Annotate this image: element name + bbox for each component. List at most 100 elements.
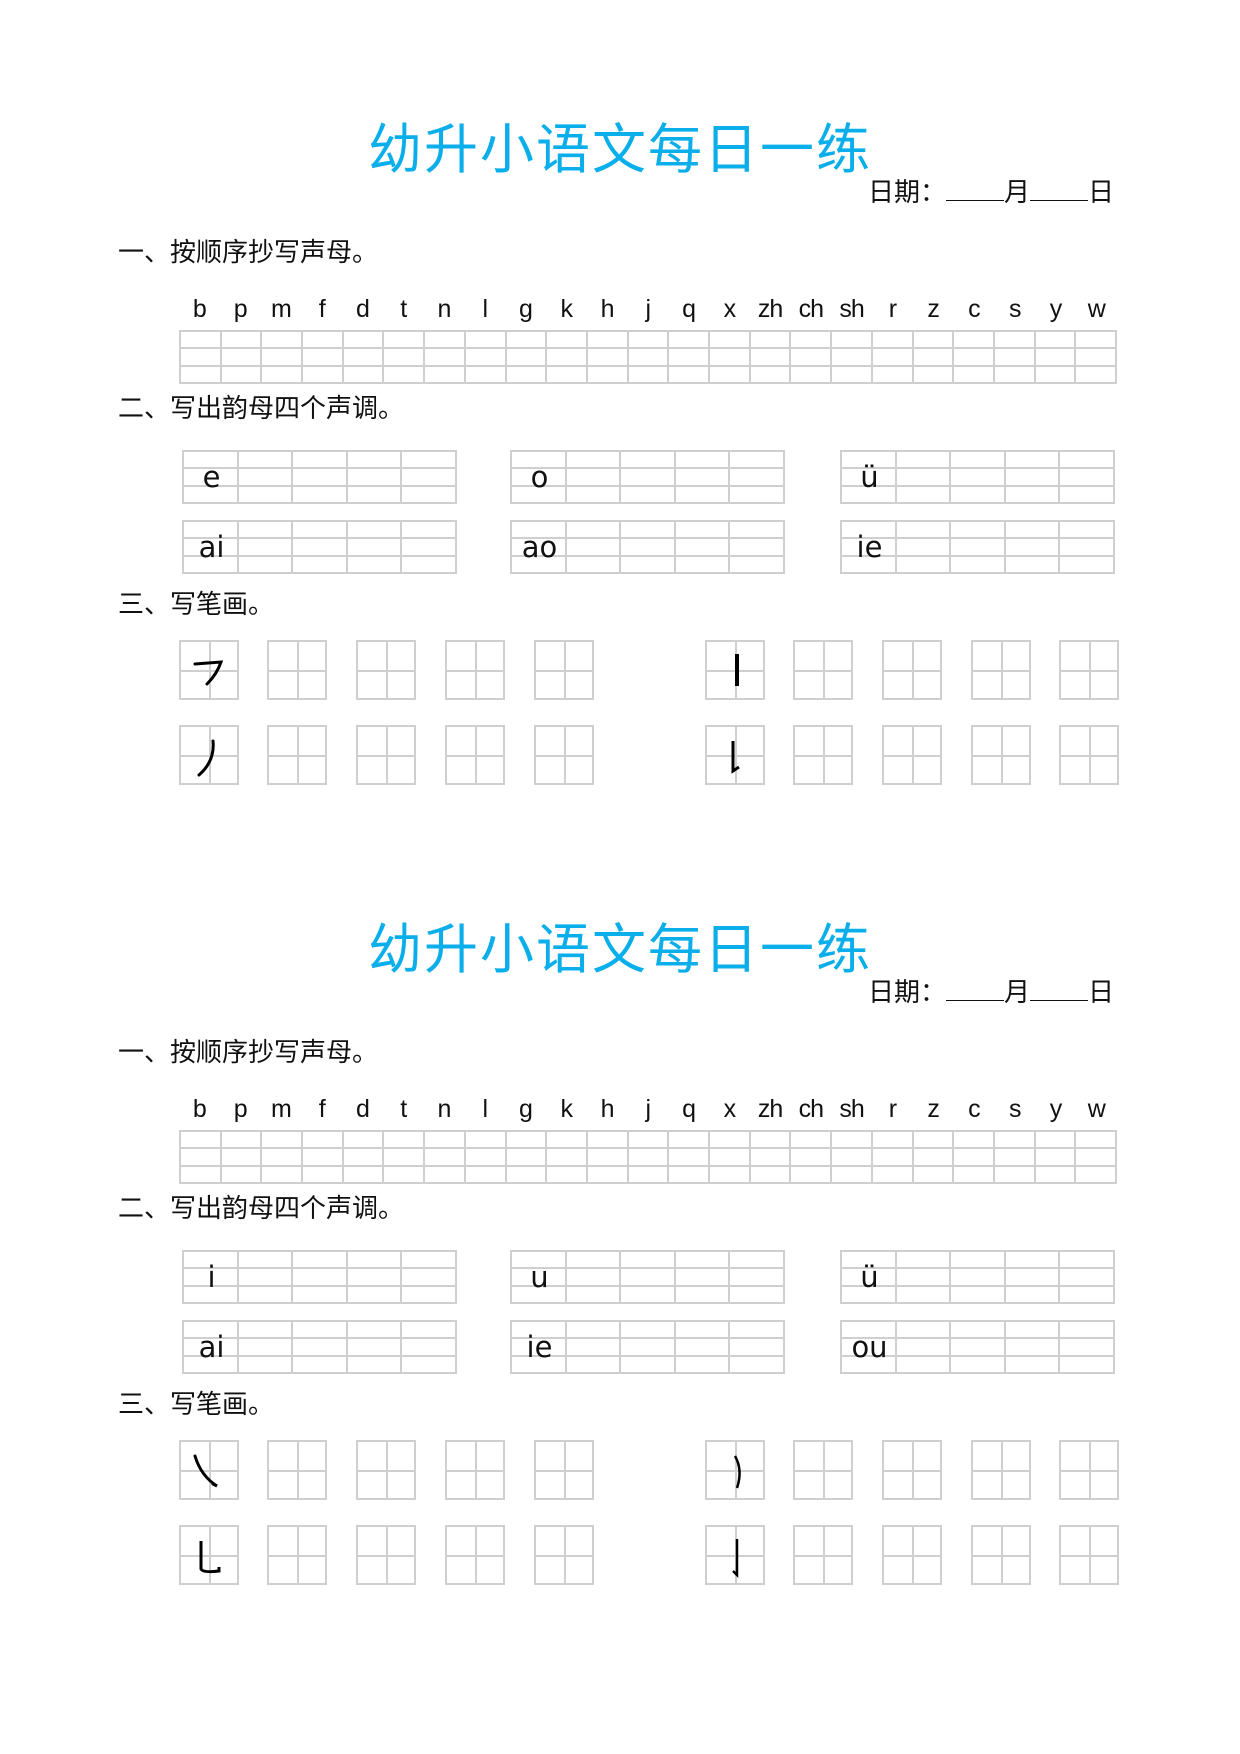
grid-cell[interactable] [954, 366, 995, 384]
tian-zi-ge-box[interactable] [267, 1440, 327, 1500]
grid-cell[interactable] [425, 332, 466, 350]
yunmu-tone-box[interactable]: ai [182, 1320, 457, 1374]
grid-cell[interactable] [730, 1339, 785, 1357]
grid-cell[interactable] [547, 1132, 588, 1150]
grid-cell[interactable] [1005, 556, 1061, 574]
grid-cell[interactable] [750, 1166, 792, 1184]
grid-cell[interactable] [730, 522, 785, 540]
grid-cell[interactable] [669, 366, 711, 384]
grid-cell[interactable] [621, 1356, 676, 1374]
grid-cell[interactable] [842, 1286, 897, 1304]
grid-cell[interactable] [675, 1322, 731, 1340]
grid-cell[interactable] [730, 1286, 785, 1304]
grid-cell[interactable] [547, 349, 588, 367]
tian-zi-ge-box[interactable] [445, 725, 505, 785]
grid-cell[interactable] [730, 1252, 785, 1270]
grid-cell[interactable] [512, 486, 567, 504]
yunmu-tone-box[interactable]: ie [840, 520, 1115, 574]
grid-cell[interactable] [425, 1166, 466, 1184]
grid-cell[interactable] [1060, 469, 1115, 487]
grid-cell[interactable] [675, 522, 731, 540]
grid-cell[interactable] [628, 332, 670, 350]
grid-cell[interactable] [621, 486, 676, 504]
grid-cell[interactable] [402, 469, 457, 487]
grid-cell[interactable] [384, 1132, 426, 1150]
grid-cell[interactable] [675, 556, 731, 574]
tian-zi-ge-box[interactable] [793, 1525, 853, 1585]
grid-cell[interactable] [303, 332, 344, 350]
tian-zi-ge-box[interactable] [882, 1525, 942, 1585]
grid-cell[interactable] [710, 332, 751, 350]
grid-cell[interactable] [621, 539, 676, 557]
grid-cell[interactable] [842, 469, 897, 487]
grid-cell[interactable] [506, 366, 548, 384]
grid-cell[interactable] [181, 1132, 222, 1150]
grid-cell[interactable] [512, 556, 567, 574]
grid-cell[interactable] [347, 1252, 403, 1270]
grid-cell[interactable] [1076, 366, 1117, 384]
grid-cell[interactable] [791, 332, 833, 350]
tian-zi-ge-box[interactable] [882, 640, 942, 700]
yunmu-tone-box[interactable]: e [182, 450, 457, 504]
grid-cell[interactable] [566, 1356, 622, 1374]
tian-zi-ge-box[interactable] [793, 725, 853, 785]
grid-cell[interactable] [1005, 539, 1061, 557]
grid-cell[interactable] [951, 1286, 1006, 1304]
grid-cell[interactable] [710, 1149, 751, 1167]
grid-cell[interactable] [184, 522, 239, 540]
grid-cell[interactable] [293, 469, 348, 487]
grid-cell[interactable] [913, 366, 955, 384]
grid-cell[interactable] [262, 1166, 304, 1184]
yunmu-tone-box[interactable]: ou [840, 1320, 1115, 1374]
grid-cell[interactable] [730, 486, 785, 504]
grid-cell[interactable] [184, 469, 239, 487]
grid-cell[interactable] [750, 349, 792, 367]
grid-cell[interactable] [293, 556, 348, 574]
yunmu-tone-box[interactable]: ie [510, 1320, 785, 1374]
tian-zi-ge-box[interactable] [971, 1440, 1031, 1500]
grid-cell[interactable] [506, 1132, 548, 1150]
grid-cell[interactable] [347, 1286, 403, 1304]
grid-cell[interactable] [293, 1339, 348, 1357]
grid-cell[interactable] [512, 1286, 567, 1304]
grid-cell[interactable] [262, 1149, 304, 1167]
grid-cell[interactable] [628, 1149, 670, 1167]
grid-cell[interactable] [832, 1166, 873, 1184]
tian-zi-ge-box[interactable] [1059, 1440, 1119, 1500]
grid-cell[interactable] [293, 539, 348, 557]
grid-cell[interactable] [1060, 1269, 1115, 1287]
grid-cell[interactable] [347, 556, 403, 574]
grid-cell[interactable] [566, 1286, 622, 1304]
grid-cell[interactable] [628, 349, 670, 367]
day-blank[interactable] [1029, 178, 1088, 201]
grid-cell[interactable] [913, 1132, 955, 1150]
grid-cell[interactable] [184, 1356, 239, 1374]
grid-cell[interactable] [1005, 1269, 1061, 1287]
grid-cell[interactable] [730, 452, 785, 470]
grid-cell[interactable] [425, 1149, 466, 1167]
day-blank[interactable] [1029, 978, 1088, 1001]
grid-cell[interactable] [1076, 1166, 1117, 1184]
grid-cell[interactable] [675, 1356, 731, 1374]
grid-cell[interactable] [343, 1166, 385, 1184]
grid-cell[interactable] [303, 349, 344, 367]
grid-cell[interactable] [1076, 1132, 1117, 1150]
grid-cell[interactable] [710, 1166, 751, 1184]
grid-cell[interactable] [181, 366, 222, 384]
grid-cell[interactable] [347, 1356, 403, 1374]
tian-zi-ge-box[interactable] [971, 1525, 1031, 1585]
tian-zi-ge-box[interactable] [1059, 1525, 1119, 1585]
grid-cell[interactable] [628, 1132, 670, 1150]
grid-cell[interactable] [791, 349, 833, 367]
grid-cell[interactable] [913, 332, 955, 350]
grid-cell[interactable] [347, 539, 403, 557]
grid-cell[interactable] [402, 539, 457, 557]
grid-cell[interactable] [675, 469, 731, 487]
grid-cell[interactable] [221, 332, 263, 350]
grid-cell[interactable] [566, 469, 622, 487]
grid-cell[interactable] [951, 469, 1006, 487]
tian-zi-ge-box[interactable] [356, 1525, 416, 1585]
tian-zi-ge-box[interactable] [534, 640, 594, 700]
grid-cell[interactable] [566, 452, 622, 470]
grid-cell[interactable] [951, 1339, 1006, 1357]
